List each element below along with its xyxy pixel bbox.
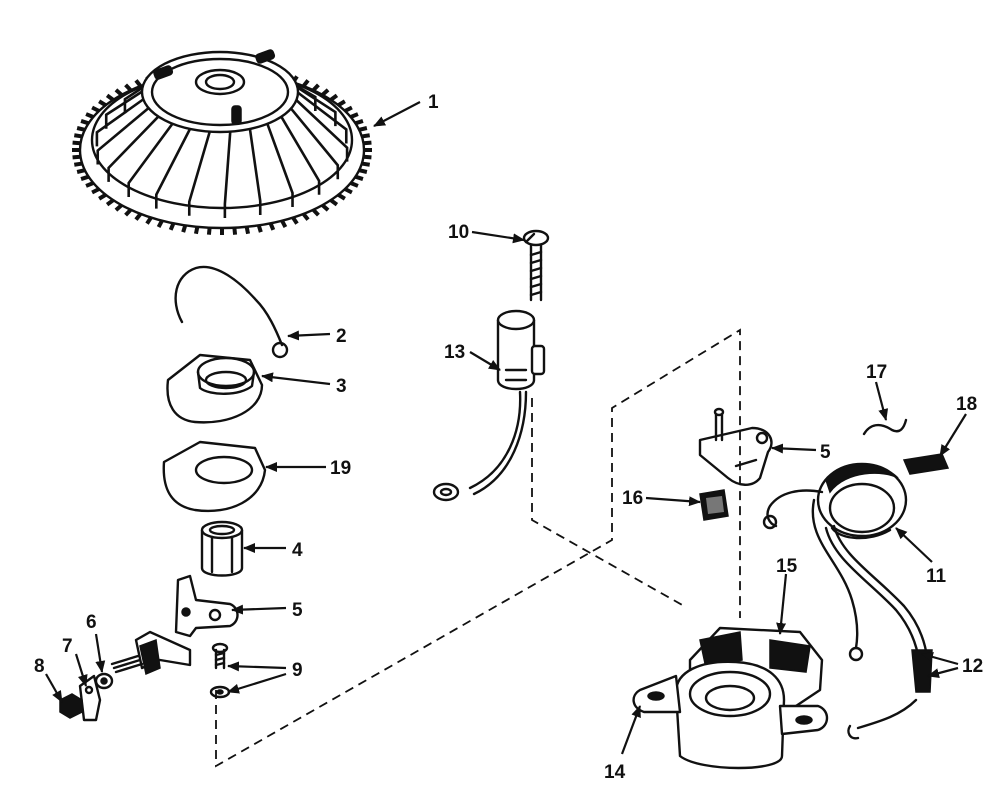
condenser	[432, 309, 546, 502]
gear-tooth	[85, 181, 95, 188]
washer	[94, 672, 114, 690]
cooling-fin	[279, 114, 321, 195]
flywheel	[72, 49, 372, 235]
gear-tooth	[85, 112, 95, 119]
callout-14: 14	[604, 762, 626, 783]
callout-6: 6	[86, 612, 97, 633]
callout-5-lower: 5	[292, 600, 303, 621]
spring-clip	[862, 418, 908, 436]
callout-11: 11	[926, 566, 947, 587]
gear-tooth	[358, 126, 368, 132]
dust-cover-plate	[166, 353, 264, 424]
cooling-fin	[95, 94, 149, 147]
gear-tooth	[72, 154, 81, 160]
cooling-fin	[104, 84, 152, 129]
coil-leads	[762, 489, 933, 740]
gear-tooth	[363, 154, 372, 160]
gear-tooth	[361, 161, 371, 167]
callout-12: 12	[962, 656, 983, 677]
cooling-fin	[265, 122, 294, 208]
cooling-fin	[288, 105, 340, 180]
gear-tooth	[354, 174, 364, 181]
gasket	[162, 440, 267, 513]
callout-7: 7	[62, 636, 73, 657]
leader-lines	[45, 101, 967, 755]
gear-tooth	[361, 133, 371, 139]
callout-4: 4	[292, 540, 303, 561]
callout-19: 19	[330, 458, 351, 479]
gear-tooth	[73, 133, 83, 139]
gear-tooth	[349, 112, 359, 119]
nut	[59, 693, 83, 719]
terminal	[78, 674, 102, 722]
cooling-fin	[127, 122, 174, 198]
cam-wiper	[902, 453, 950, 475]
alignment-lines	[215, 328, 741, 768]
gear-tooth	[80, 119, 90, 126]
gear-tooth	[363, 140, 372, 146]
callout-9: 9	[292, 660, 303, 681]
screw-and-washer	[209, 642, 231, 699]
breaker-bracket	[698, 407, 773, 486]
cooling-fin	[187, 131, 212, 216]
cooling-fin	[288, 84, 348, 144]
wire-clip	[174, 265, 289, 359]
cooling-fin	[223, 131, 232, 218]
bushing	[200, 520, 244, 577]
felt-pad	[699, 489, 729, 521]
condenser-screw	[522, 229, 550, 302]
callout-17: 17	[866, 362, 887, 383]
gear-tooth	[73, 161, 83, 167]
callout-16: 16	[622, 488, 643, 509]
cooling-fin	[155, 128, 192, 209]
callout-2: 2	[336, 326, 347, 347]
callout-8: 8	[34, 656, 45, 677]
gear-tooth	[76, 126, 86, 132]
breaker-box	[632, 626, 829, 770]
armature-coil	[816, 462, 908, 540]
callout-18: 18	[956, 394, 977, 415]
callout-5-upper: 5	[820, 442, 831, 463]
cooling-fin	[291, 95, 349, 162]
gear-tooth	[72, 140, 81, 146]
callout-1: 1	[428, 92, 439, 113]
callout-13: 13	[444, 342, 465, 363]
cooling-fin	[248, 128, 262, 215]
gear-tooth	[354, 119, 364, 126]
gear-tooth	[80, 174, 90, 181]
gear-tooth	[358, 168, 368, 174]
callout-10: 10	[448, 222, 469, 243]
callout-labels: 1 2 3 19 4 5 5 6 7 8 9 10 13 11 12 14 15…	[34, 92, 983, 783]
callout-15: 15	[776, 556, 798, 577]
gear-tooth	[349, 181, 359, 188]
cooling-fin	[96, 105, 152, 165]
callout-3: 3	[336, 376, 347, 397]
breaker-arm	[110, 574, 239, 676]
cooling-fin	[107, 114, 161, 182]
gear-tooth	[76, 168, 86, 174]
